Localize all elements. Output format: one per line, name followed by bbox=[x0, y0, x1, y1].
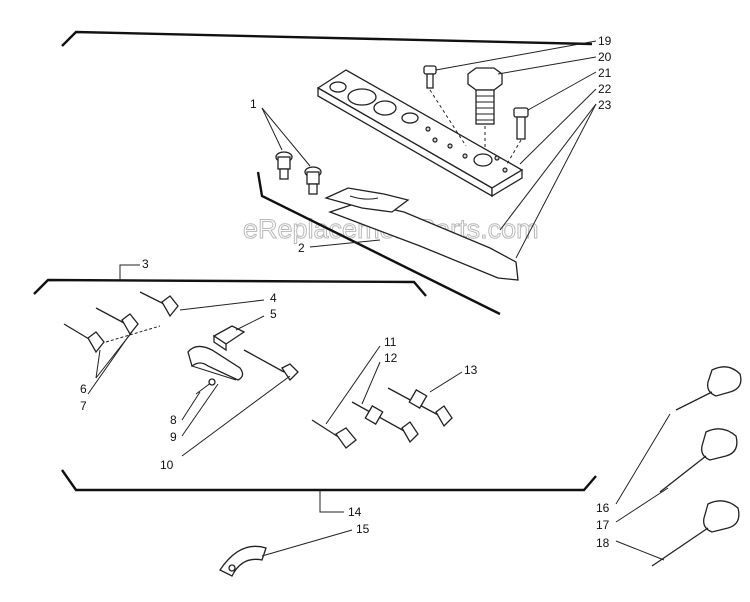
callout-16: 16 bbox=[596, 501, 610, 515]
pin-6 bbox=[63, 323, 105, 354]
pin-7 bbox=[95, 307, 139, 336]
pin-block-5 bbox=[212, 325, 246, 352]
blade-2 bbox=[256, 171, 519, 316]
callout-12: 12 bbox=[384, 351, 398, 365]
callout-21: 21 bbox=[598, 66, 612, 80]
bolt-20 bbox=[467, 67, 503, 150]
callout-7: 7 bbox=[80, 399, 87, 413]
bearing-15 bbox=[219, 545, 267, 577]
callout-11: 11 bbox=[384, 335, 397, 349]
t-handle-18 bbox=[651, 500, 740, 567]
callout-13: 13 bbox=[464, 363, 478, 377]
lower-kit-bracket bbox=[61, 469, 597, 513]
leader-lines bbox=[87, 40, 671, 561]
t-handle-16 bbox=[675, 366, 742, 411]
callout-2: 2 bbox=[298, 241, 305, 255]
screw-1-left bbox=[275, 151, 293, 180]
t-handle-17 bbox=[659, 428, 738, 493]
callout-20: 20 bbox=[598, 50, 612, 64]
callout-18: 18 bbox=[596, 536, 610, 550]
upper-kit-bracket bbox=[61, 30, 593, 47]
callout-14: 14 bbox=[348, 505, 362, 519]
clamp-9 bbox=[187, 345, 244, 381]
callout-5: 5 bbox=[270, 307, 277, 321]
pin-12 bbox=[351, 401, 419, 444]
callout-6: 6 bbox=[80, 382, 87, 396]
screw-19 bbox=[423, 65, 467, 147]
callout-10: 10 bbox=[160, 458, 174, 472]
callout-22: 22 bbox=[598, 82, 612, 96]
bolt-10 bbox=[243, 349, 299, 382]
callout-4: 4 bbox=[270, 291, 277, 305]
pin-13 bbox=[387, 387, 453, 428]
callout-1: 1 bbox=[250, 97, 257, 111]
callout-23: 23 bbox=[598, 98, 612, 112]
callout-15: 15 bbox=[356, 522, 370, 536]
middle-kit-bracket bbox=[33, 264, 427, 297]
screw-1-right bbox=[304, 166, 322, 195]
callout-9: 9 bbox=[170, 430, 177, 444]
screw-21 bbox=[506, 107, 529, 165]
callout-3: 3 bbox=[142, 257, 149, 271]
pin-4 bbox=[139, 291, 179, 318]
callout-19: 19 bbox=[598, 34, 612, 48]
callout-8: 8 bbox=[170, 413, 177, 427]
mounting-plate bbox=[316, 69, 524, 198]
callout-17: 17 bbox=[596, 518, 610, 532]
pin-11 bbox=[311, 419, 357, 449]
callout-labels: 1 2 3 4 5 6 7 8 9 10 11 12 13 14 15 16 1… bbox=[80, 34, 612, 550]
screw-8 bbox=[195, 378, 216, 395]
